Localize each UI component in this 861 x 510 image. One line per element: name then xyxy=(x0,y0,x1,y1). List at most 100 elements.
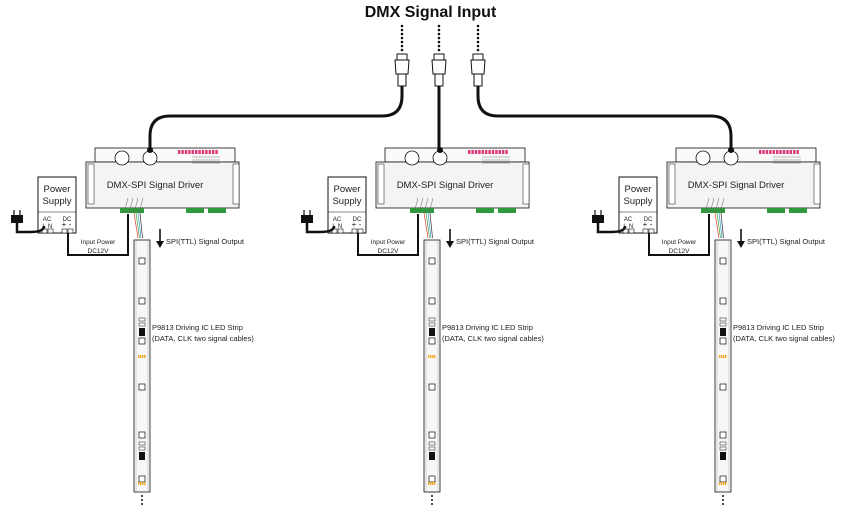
spi-arrow-head xyxy=(737,241,745,248)
led-strip-body xyxy=(423,239,441,493)
continuation-dot xyxy=(722,495,724,497)
solder-pad xyxy=(434,482,436,485)
solder-pad xyxy=(723,482,725,485)
n-label: N xyxy=(48,224,52,230)
solder-pad xyxy=(719,355,721,358)
terminal-tick xyxy=(128,197,134,214)
led-chip xyxy=(428,431,436,439)
dip-switch xyxy=(478,150,481,154)
dc-terminal xyxy=(648,228,655,234)
led-strip xyxy=(423,239,441,505)
minus-label: - xyxy=(650,220,653,229)
solder-pad xyxy=(432,482,434,485)
dip-switch xyxy=(789,150,792,154)
signal-dot xyxy=(476,48,480,52)
driver-end-cap xyxy=(522,163,530,205)
strip-wire xyxy=(720,212,724,239)
power-supply-box xyxy=(37,176,77,234)
solder-pad xyxy=(144,355,146,358)
dip-switch xyxy=(796,150,799,154)
signal-dot xyxy=(437,28,441,32)
dc-cable xyxy=(648,214,710,256)
resistor xyxy=(428,322,436,327)
n-label: N xyxy=(338,224,342,230)
continuation-dot xyxy=(431,503,433,505)
resistor xyxy=(138,317,146,322)
signal-dot xyxy=(476,40,480,44)
strip-wire xyxy=(718,212,723,239)
dc-terminal xyxy=(67,228,74,234)
continuation-dot xyxy=(722,499,724,501)
led-chip xyxy=(138,431,146,439)
ac-cable xyxy=(305,223,336,234)
plus-label: + xyxy=(643,220,648,229)
terminal-tick xyxy=(138,197,144,214)
plug-cap xyxy=(433,53,445,61)
dip-switch xyxy=(765,150,769,154)
solder-pad xyxy=(723,355,725,358)
spi-arrow-head xyxy=(156,241,164,248)
dip-switch xyxy=(191,150,194,154)
strip-wire xyxy=(425,212,430,239)
diagram-title: DMX Signal Input xyxy=(364,4,497,21)
resistor xyxy=(719,317,727,322)
driver-ic xyxy=(139,328,145,336)
minus-label: - xyxy=(359,220,362,229)
dip-switch xyxy=(759,150,762,154)
power-supply-box xyxy=(618,176,658,234)
dip-switch xyxy=(786,150,789,154)
dc-terminal xyxy=(351,228,358,234)
resistor xyxy=(138,441,146,446)
solder-pad xyxy=(430,482,432,485)
solder-pad xyxy=(725,482,727,485)
plug-cap xyxy=(396,53,408,61)
signal-dot xyxy=(400,48,404,52)
plug-body xyxy=(431,59,447,75)
signal-dot xyxy=(400,32,404,36)
solder-pad xyxy=(140,355,142,358)
driver-label: DMX-SPI Signal Driver xyxy=(107,180,204,191)
input-power-label: DC12V xyxy=(669,248,691,255)
solder-pad xyxy=(138,355,140,358)
input-power-label: DC12V xyxy=(378,248,400,255)
dmx-input-plugs xyxy=(394,24,486,87)
ac-plug-body xyxy=(592,215,604,223)
ac-plug-body xyxy=(11,215,23,223)
driver-ic xyxy=(139,452,145,460)
continuation-dot xyxy=(722,503,724,505)
continuation-dot xyxy=(141,495,143,497)
spi-output-label: SPI(TTL) Signal Output xyxy=(747,237,826,246)
led-chip xyxy=(719,257,727,265)
terminal-tick xyxy=(123,197,129,214)
dc-terminal xyxy=(357,228,364,234)
dip-switch xyxy=(471,150,474,154)
strip-wire xyxy=(135,212,140,239)
solder-pad xyxy=(138,482,140,485)
terminal-tick xyxy=(418,197,424,214)
terminal-tick xyxy=(423,197,429,214)
plug-boot xyxy=(473,73,483,87)
dmx-plug xyxy=(394,24,410,87)
solder-pad xyxy=(142,482,144,485)
signal-dot xyxy=(400,44,404,48)
signal-dot xyxy=(400,40,404,44)
dip-switch xyxy=(793,150,796,154)
led-strip-body xyxy=(133,239,151,493)
dmx-plug xyxy=(431,24,447,87)
signal-dot xyxy=(400,36,404,40)
solder-pad xyxy=(428,482,430,485)
terminal-tick xyxy=(428,197,434,214)
solder-pad xyxy=(428,355,430,358)
xlr-socket xyxy=(695,150,711,166)
solder-pad xyxy=(721,482,723,485)
ac-plug-prongs xyxy=(594,210,602,215)
strip-wire xyxy=(423,212,429,239)
resistor xyxy=(428,441,436,446)
dip-switch xyxy=(782,150,786,154)
led-chip xyxy=(138,337,146,345)
signal-dot xyxy=(400,24,404,28)
